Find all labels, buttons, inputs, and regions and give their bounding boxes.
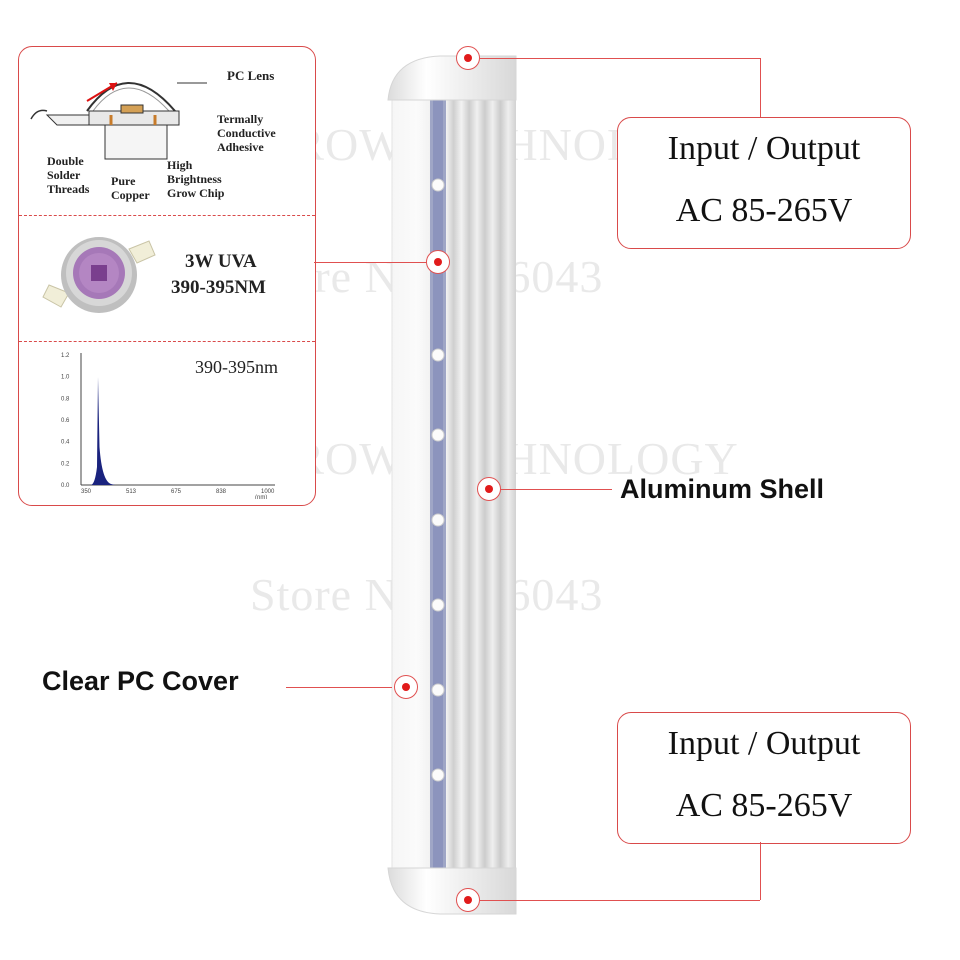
- spectrum-y-tick: 0.0: [61, 483, 70, 489]
- spectrum-label: 390-395nm: [195, 357, 278, 377]
- spectrum-y-tick: 0.4: [61, 440, 70, 446]
- led-structure-diagram: [30, 82, 207, 160]
- spectrum-x-tick: 1000: [261, 489, 275, 495]
- spec-box-top: Input / Output AC 85-265V: [617, 117, 911, 249]
- spectrum-x-tick: 675: [171, 489, 182, 495]
- leader-aluminum: [500, 489, 612, 490]
- chip-power: 3W UVA: [185, 251, 257, 272]
- callout-dot-aluminum: [477, 477, 501, 501]
- leader-cover: [286, 687, 392, 688]
- callout-dot-top: [456, 46, 480, 70]
- spectrum-y-tick: 0.6: [61, 418, 70, 424]
- spectrum-y-tick: 1.2: [61, 353, 70, 359]
- leader-chip: [314, 262, 438, 263]
- led-chip-image: [42, 237, 156, 313]
- leader-top-v: [760, 58, 761, 117]
- label-pc-lens: PC Lens: [227, 68, 275, 83]
- spectrum-y-tick: 0.2: [61, 461, 70, 467]
- spec-bottom-io: Input / Output: [667, 725, 861, 762]
- spec-top-voltage: AC 85-265V: [675, 192, 853, 229]
- spectrum-y-tick: 0.8: [61, 396, 70, 402]
- spectrum-x-unit: (nm): [255, 495, 267, 499]
- spec-bottom-voltage: AC 85-265V: [675, 787, 853, 824]
- callout-dot-bottom: [456, 888, 480, 912]
- spectrum-x-tick: 513: [126, 489, 137, 495]
- led-tube-illustration: [387, 55, 517, 915]
- spectrum-x-tick: 350: [81, 489, 92, 495]
- leader-bottom-h: [480, 900, 760, 901]
- chip-wavelength: 390-395NM: [171, 277, 266, 298]
- callout-aluminum-shell: Aluminum Shell: [620, 474, 825, 504]
- divider-2: [19, 341, 315, 342]
- divider-1: [19, 215, 315, 216]
- spectrum-x-tick: 838: [216, 489, 227, 495]
- spectrum-peak: [91, 377, 115, 485]
- spec-box-bottom: Input / Output AC 85-265V: [617, 712, 911, 844]
- spec-top-io: Input / Output: [667, 130, 861, 167]
- callout-clear-pc-cover: Clear PC Cover: [42, 666, 239, 696]
- leader-bottom-v: [760, 842, 761, 900]
- callout-dot-cover: [394, 675, 418, 699]
- spectrum-y-tick: 1.0: [61, 375, 70, 381]
- leader-top-h: [480, 58, 760, 59]
- spectrum-chart: 1.2 1.0 0.8 0.6 0.4 0.2 0.0 350 513 675 838 1000(n…: [61, 353, 275, 499]
- callout-dot-chip: [426, 250, 450, 274]
